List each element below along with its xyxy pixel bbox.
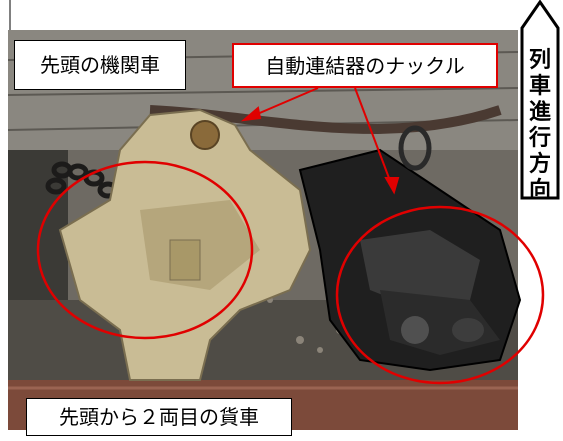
direction-char: 行 — [528, 126, 551, 151]
direction-arrow — [520, 0, 560, 200]
metal-ring — [398, 125, 432, 171]
train-direction-label: 列 車 進 行 方 向 — [522, 48, 558, 204]
direction-char: 列 — [528, 48, 551, 73]
wagon-coupler — [298, 148, 522, 372]
lead-locomotive-label: 先頭の機関車 — [14, 40, 186, 90]
direction-char: 進 — [528, 100, 551, 125]
direction-char: 車 — [528, 74, 551, 99]
wagon-knuckle-highlight — [335, 205, 545, 385]
locomotive-knuckle — [58, 108, 312, 381]
direction-char: 向 — [528, 178, 551, 203]
second-wagon-label: 先頭から２両目の貨車 — [26, 398, 292, 436]
direction-char: 方 — [528, 152, 551, 177]
annotation-arrows — [240, 87, 400, 195]
coupler-knuckle-label: 自動連結器のナックル — [232, 43, 498, 88]
locomotive-knuckle-highlight — [36, 160, 254, 340]
